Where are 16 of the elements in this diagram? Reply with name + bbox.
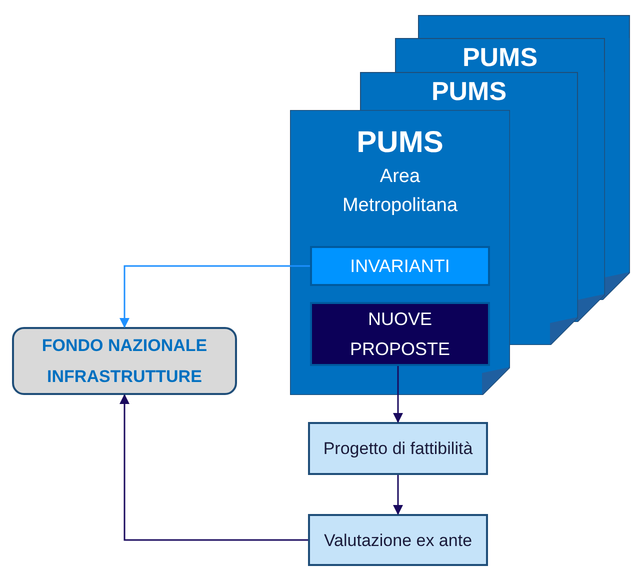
process-box: Valutazione ex ante	[308, 514, 488, 566]
page-title: PUMS	[356, 125, 444, 161]
page-title: PUMS	[462, 42, 538, 72]
document-page-top	[360, 72, 578, 110]
document-page-top	[418, 15, 630, 38]
arrow	[120, 394, 308, 541]
arrow	[393, 475, 403, 515]
funding-box: FONDO NAZIONALE INFRASTRUTTURE	[12, 327, 237, 395]
arrow	[120, 265, 310, 328]
process-box: Progetto di fattibilità	[308, 422, 488, 475]
document-page-top	[395, 38, 605, 72]
category-box: INVARIANTI	[310, 246, 490, 286]
category-box: NUOVE PROPOSTE	[310, 302, 490, 366]
page-subtitle: Area Metropolitana	[341, 165, 459, 218]
page-title: PUMS	[431, 76, 507, 106]
arrow	[393, 366, 403, 423]
